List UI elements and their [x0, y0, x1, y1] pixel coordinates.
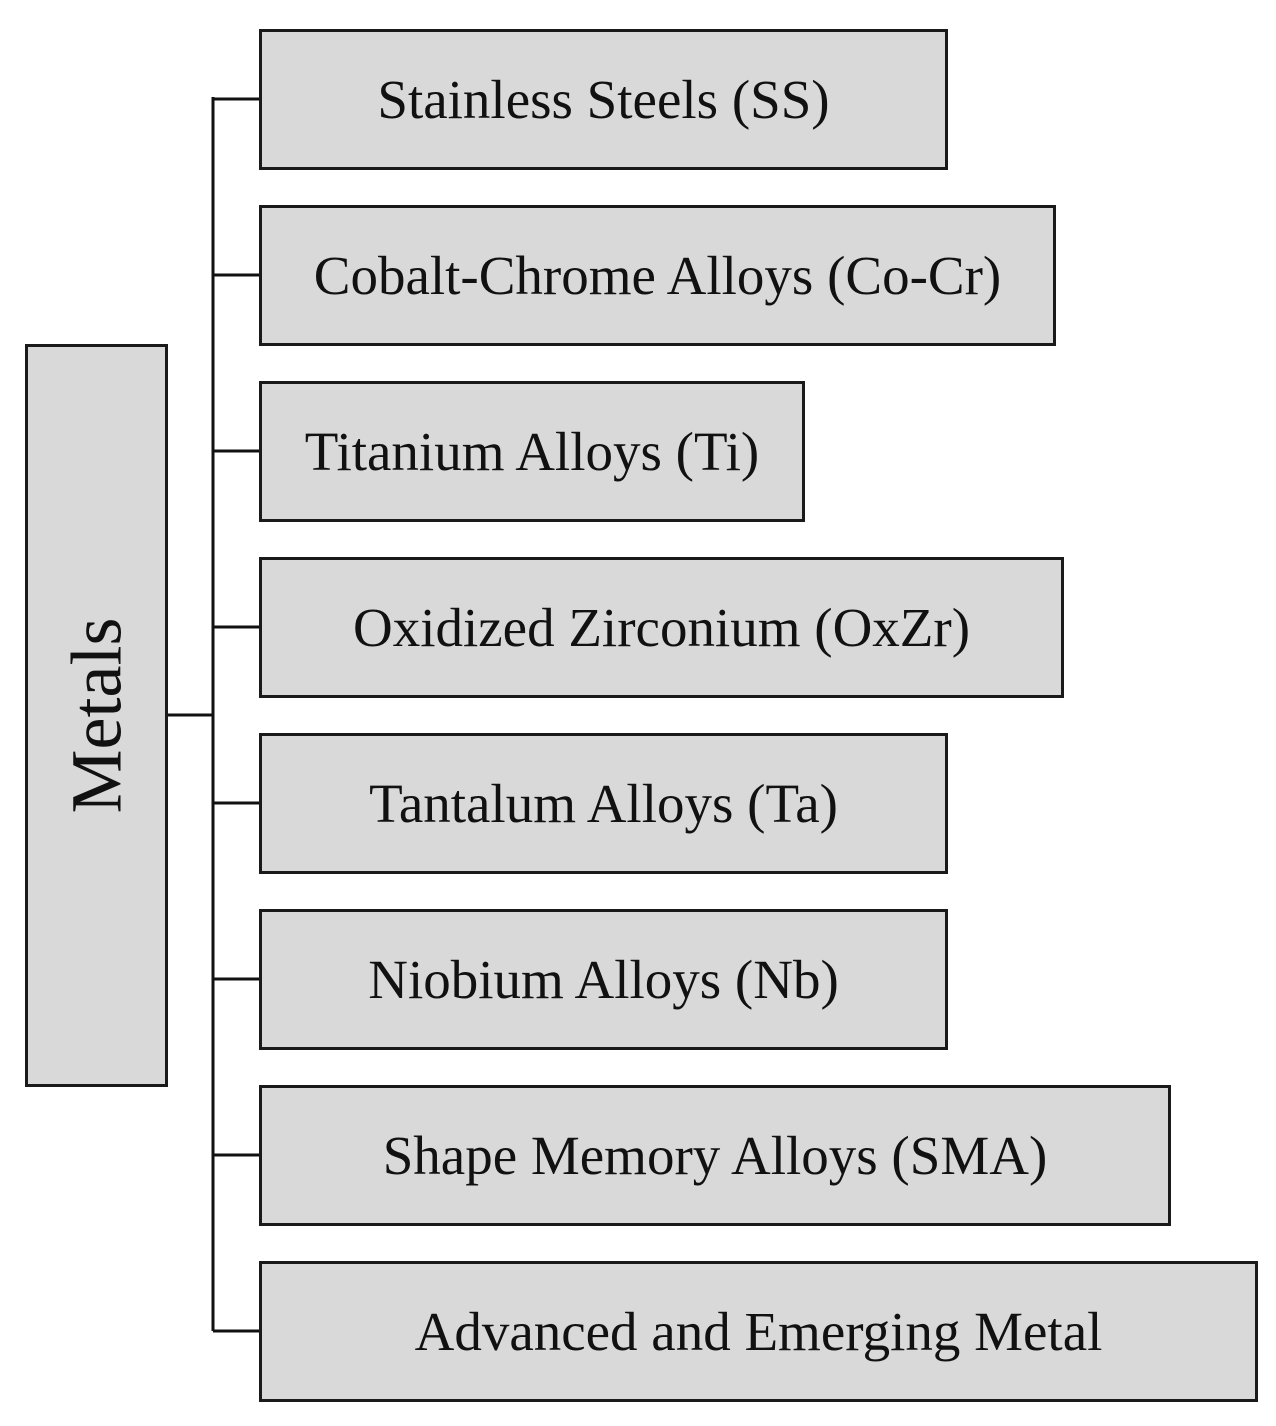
child-node-tantalum-alloys: Tantalum Alloys (Ta) [259, 733, 948, 874]
child-node-shape-memory-alloys: Shape Memory Alloys (SMA) [259, 1085, 1171, 1226]
child-node-label: Tantalum Alloys (Ta) [369, 773, 838, 834]
child-node-oxidized-zirconium: Oxidized Zirconium (OxZr) [259, 557, 1064, 698]
child-node-label: Niobium Alloys (Nb) [368, 949, 839, 1010]
child-node-label: Shape Memory Alloys (SMA) [382, 1125, 1048, 1186]
child-node-label: Titanium Alloys (Ti) [304, 421, 760, 482]
root-node-metals: Metals [25, 344, 168, 1087]
root-node-label: Metals [56, 617, 136, 814]
child-node-label: Advanced and Emerging Metal [414, 1301, 1103, 1362]
child-node-advanced-emerging-metal: Advanced and Emerging Metal [259, 1261, 1258, 1402]
child-node-label: Oxidized Zirconium (OxZr) [352, 597, 971, 658]
child-node-niobium-alloys: Niobium Alloys (Nb) [259, 909, 948, 1050]
child-node-cobalt-chrome-alloys: Cobalt-Chrome Alloys (Co-Cr) [259, 205, 1056, 346]
child-node-stainless-steels: Stainless Steels (SS) [259, 29, 948, 170]
child-node-label: Cobalt-Chrome Alloys (Co-Cr) [313, 245, 1002, 306]
child-node-label: Stainless Steels (SS) [377, 69, 830, 130]
child-node-titanium-alloys: Titanium Alloys (Ti) [259, 381, 805, 522]
